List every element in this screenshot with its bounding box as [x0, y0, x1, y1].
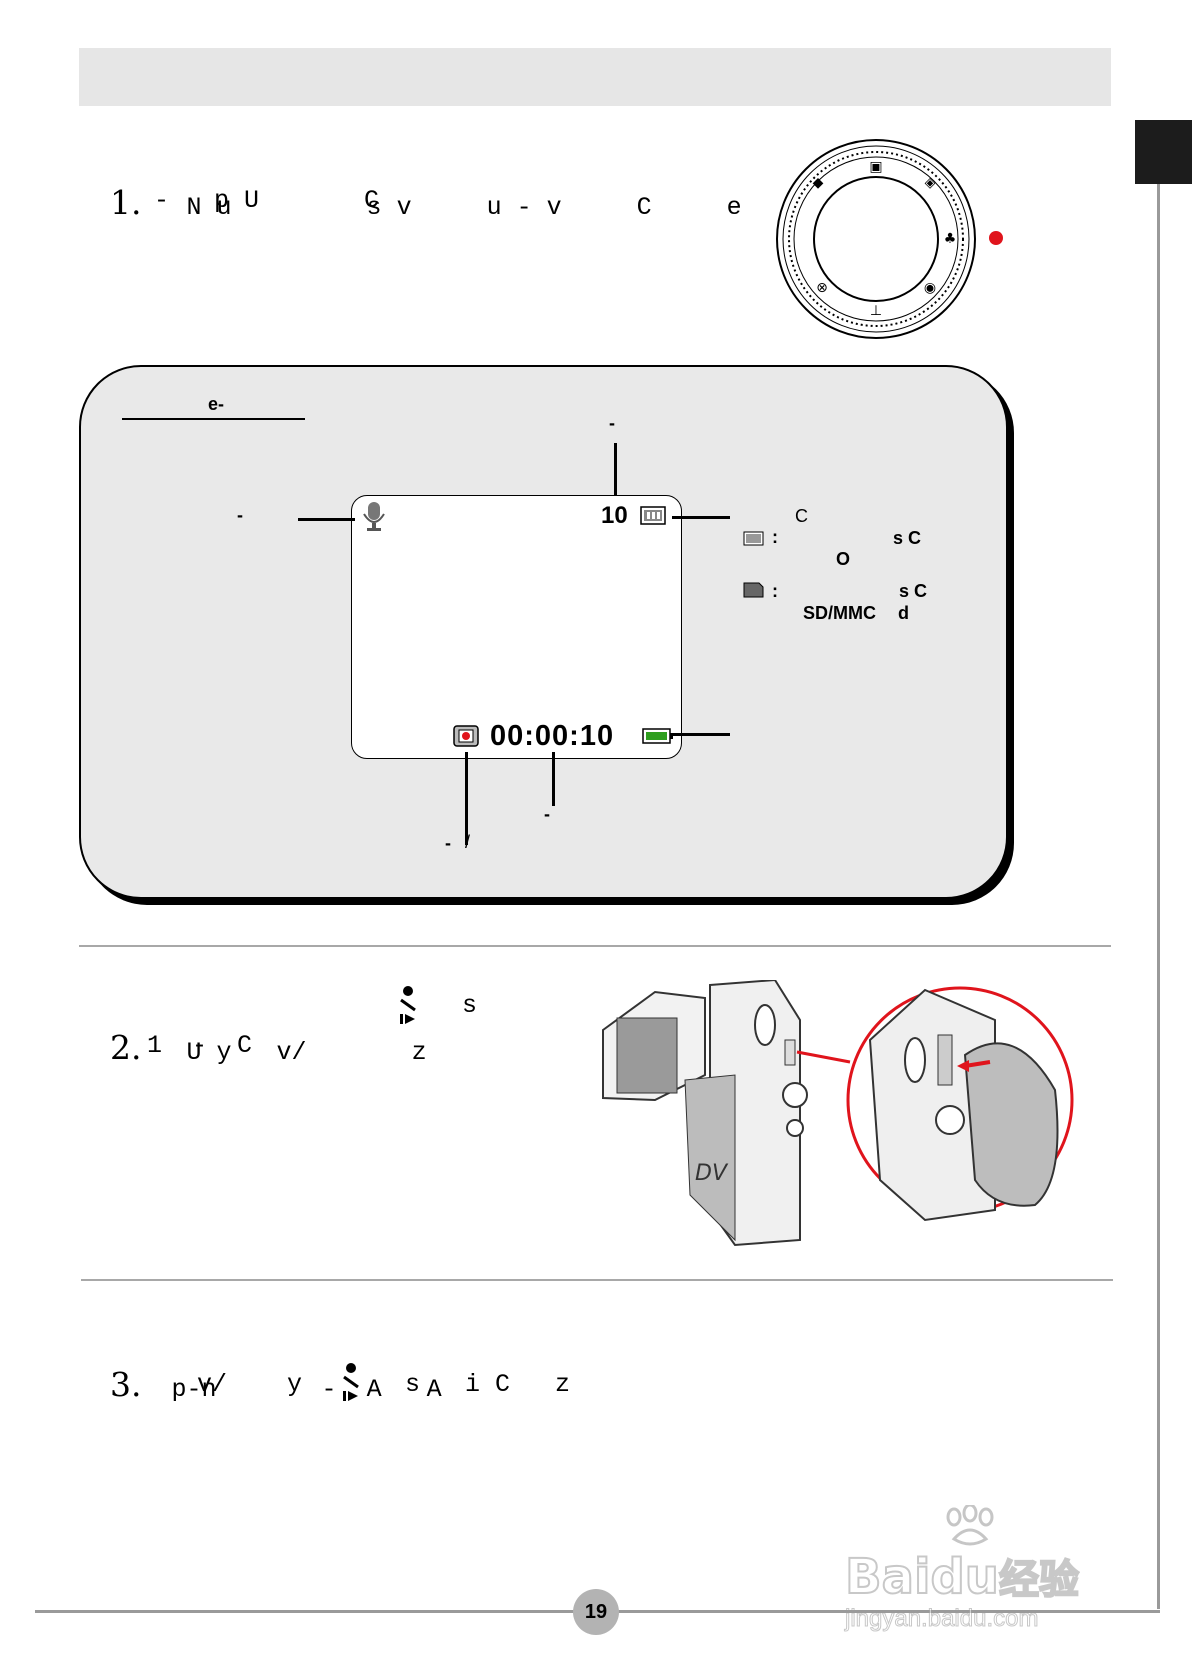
camera-illustration: DV [602, 980, 1074, 1247]
step-2-line1b: s [462, 991, 478, 1020]
step-3-number: 3. [110, 1365, 142, 1404]
step-2-number: 2. [110, 1028, 142, 1067]
record-time: 00:00:10 [490, 720, 615, 752]
record-button-icon-2 [341, 1362, 361, 1404]
callout-line-mic [298, 518, 355, 521]
baidu-watermark: Baidu经验 jingyan.baidu.com [844, 1503, 1125, 1635]
card-desc-1: s C [899, 581, 928, 601]
callout-rec-label-a: - [445, 833, 451, 853]
card-desc-2b: d [898, 603, 909, 623]
page-number: 19 [573, 1589, 619, 1635]
svg-text:◈: ◈ [925, 175, 936, 191]
header-band [79, 48, 1111, 106]
card-desc-2a: SD/MMC [803, 603, 876, 623]
step-1-line1: N u s v u - v C e [186, 193, 742, 222]
callout-line-battery [672, 733, 730, 736]
panel-title: e- [208, 394, 225, 414]
callout-mic-label: - [237, 505, 243, 525]
step-2: 2. U y v/ z [80, 985, 427, 1074]
step-1: 1. N u s v u - v C e [80, 140, 742, 229]
step-3-line1: p-n - A A [171, 1375, 442, 1404]
callout-line-shots [614, 443, 617, 495]
internal-colon: : [772, 527, 778, 547]
panel-title-underline [122, 418, 305, 420]
svg-text:DV: DV [695, 1161, 729, 1186]
record-button-icon [398, 985, 418, 1027]
step-2-line1: U y v/ z [186, 1038, 427, 1067]
callout-line-time [552, 752, 555, 806]
lcd-screen [351, 495, 682, 759]
watermark-url: jingyan.baidu.com [844, 1605, 1039, 1633]
internal-memory-icon [640, 506, 666, 525]
shots-remaining: 10 [601, 502, 628, 529]
dial-indicator [989, 231, 1003, 245]
callout-line-storage [672, 516, 730, 519]
separator-2 [81, 1279, 1113, 1281]
svg-text:⊗: ⊗ [816, 280, 828, 296]
mode-dial-icon: ▣ ◈ ♣ ◉ ⊥ ⊗ ◆ [776, 139, 1003, 339]
separator-1 [79, 945, 1111, 947]
internal-desc-2: O [836, 549, 851, 569]
watermark-brand-a: Bai [844, 1548, 931, 1606]
watermark-cn: 经验 [998, 1556, 1080, 1604]
step-1-number: 1. [110, 183, 142, 222]
svg-text:◆: ◆ [813, 175, 824, 191]
svg-text:◉: ◉ [924, 280, 936, 296]
callout-line-rec [465, 752, 468, 845]
paw-logo [940, 1503, 1000, 1550]
svg-text:▣: ▣ [869, 159, 882, 175]
svg-text:⊥: ⊥ [870, 303, 882, 319]
microphone-icon [360, 500, 388, 532]
step-3: 3. p-n - A A [80, 1322, 442, 1411]
internal-desc-1: s C [893, 528, 922, 548]
storage-heading: C [795, 506, 808, 526]
callout-shots-label: - [609, 413, 615, 433]
step-3-line2: v/ y [197, 1370, 303, 1399]
svg-text:♣: ♣ [944, 231, 957, 247]
battery-icon [642, 727, 674, 745]
step-3-line2b: s i C z [405, 1370, 571, 1399]
sd-card-icon [743, 582, 764, 598]
right-margin-line [1157, 184, 1160, 1609]
callout-rec-label-b: / [465, 832, 471, 852]
callout-time-label: - [544, 804, 550, 824]
step-2-line2: 1 - C [147, 1031, 253, 1060]
card-colon: : [772, 581, 778, 601]
watermark-brand-b: du [929, 1548, 1000, 1606]
step-1-line2: - p U C [124, 186, 380, 215]
chapter-tab [1135, 120, 1192, 184]
record-icon [453, 725, 479, 747]
internal-memory-icon-legend [743, 531, 764, 546]
watermark-brand: Baidu经验 [844, 1547, 1080, 1606]
